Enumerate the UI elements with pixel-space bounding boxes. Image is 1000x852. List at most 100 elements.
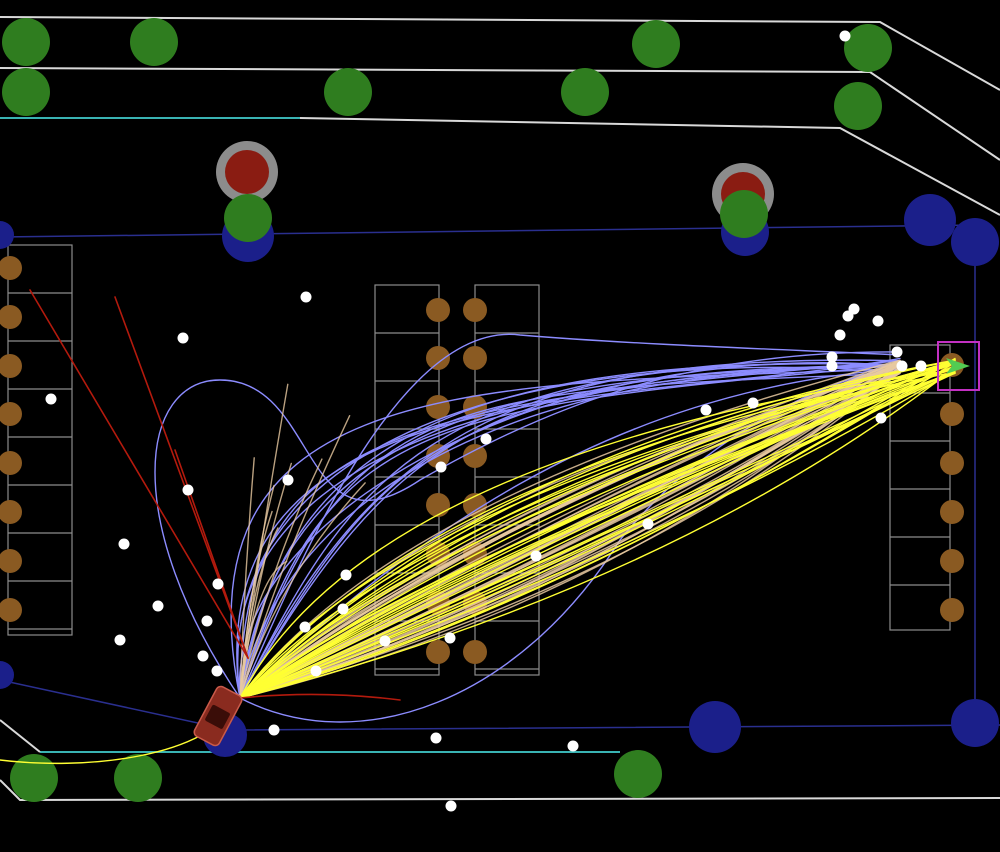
trajectory-blue bbox=[239, 372, 901, 699]
trajectory-blue bbox=[236, 357, 901, 699]
boundary-line-top bbox=[0, 224, 981, 238]
goal-marker bbox=[937, 341, 980, 391]
tree bbox=[834, 82, 882, 130]
sample-point bbox=[839, 30, 851, 42]
tree bbox=[2, 68, 50, 116]
cone bbox=[463, 444, 487, 468]
sample-point bbox=[642, 518, 654, 530]
tree bbox=[114, 754, 162, 802]
sample-point bbox=[177, 332, 189, 344]
sample-point bbox=[268, 724, 280, 736]
circle-icon bbox=[0, 221, 14, 249]
trajectory-yellow bbox=[239, 362, 956, 699]
tree bbox=[561, 68, 609, 116]
trajectory-yellow bbox=[239, 369, 956, 699]
cone bbox=[0, 549, 22, 573]
trajectory-yellow bbox=[239, 371, 956, 699]
trajectory-yellow bbox=[239, 359, 956, 699]
sample-point bbox=[182, 484, 194, 496]
cone bbox=[426, 493, 450, 517]
trajectory-blue bbox=[237, 366, 901, 699]
sample-point bbox=[872, 315, 884, 327]
trajectory-yellow bbox=[239, 359, 956, 699]
tree bbox=[224, 194, 272, 242]
tree bbox=[324, 68, 372, 116]
circle-icon bbox=[904, 194, 956, 246]
trajectory-tan bbox=[239, 482, 366, 699]
parking-bay bbox=[7, 244, 73, 636]
cone bbox=[426, 298, 450, 322]
trajectory-yellow bbox=[239, 362, 956, 699]
sample-point bbox=[530, 550, 542, 562]
sample-point bbox=[340, 569, 352, 581]
lane-line-upper bbox=[0, 67, 1000, 161]
trajectory-blue bbox=[239, 364, 901, 699]
cone bbox=[463, 346, 487, 370]
sample-point bbox=[875, 412, 887, 424]
cone bbox=[940, 402, 964, 426]
sample-point bbox=[300, 291, 312, 303]
trajectory-yellow bbox=[239, 361, 956, 699]
sample-point bbox=[444, 632, 456, 644]
trajectory-yellow bbox=[239, 359, 956, 699]
trajectory-yellow bbox=[239, 369, 956, 699]
trajectory-red bbox=[114, 296, 249, 659]
cone bbox=[940, 451, 964, 475]
sample-point bbox=[891, 346, 903, 358]
parking-bay bbox=[474, 284, 540, 676]
trajectory-blue bbox=[239, 359, 901, 699]
trajectory-yellow bbox=[239, 368, 956, 699]
trajectory-yellow bbox=[239, 358, 956, 699]
sample-point bbox=[842, 310, 854, 322]
sample-point bbox=[480, 433, 492, 445]
sample-point bbox=[310, 665, 322, 677]
lane-line-upper-2 bbox=[299, 117, 1000, 216]
sample-point bbox=[114, 634, 126, 646]
cone bbox=[0, 402, 22, 426]
cone bbox=[426, 346, 450, 370]
sample-point bbox=[337, 603, 349, 615]
parking-bay bbox=[889, 344, 951, 631]
cone bbox=[426, 395, 450, 419]
trajectory-tan bbox=[239, 457, 255, 699]
cone bbox=[940, 598, 964, 622]
sample-point bbox=[435, 461, 447, 473]
sample-point bbox=[896, 360, 908, 372]
trajectory-yellow bbox=[239, 367, 956, 699]
trajectory-tan bbox=[239, 458, 323, 699]
parking-bay bbox=[374, 284, 440, 676]
sample-point bbox=[45, 393, 57, 405]
sample-point bbox=[212, 578, 224, 590]
cone bbox=[0, 451, 22, 475]
sample-point bbox=[747, 397, 759, 409]
cone bbox=[0, 256, 22, 280]
lane-line-floor bbox=[0, 779, 1000, 802]
trajectory-red bbox=[29, 289, 249, 659]
tree bbox=[844, 24, 892, 72]
car-icon bbox=[193, 685, 243, 747]
sample-point bbox=[379, 635, 391, 647]
sample-point bbox=[118, 538, 130, 550]
cone bbox=[463, 640, 487, 664]
sample-point bbox=[826, 360, 838, 372]
cone bbox=[463, 298, 487, 322]
trees bbox=[2, 18, 892, 802]
trajectory-yellow bbox=[239, 371, 956, 699]
trajectory-yellow bbox=[239, 369, 956, 699]
lane-line-top bbox=[0, 16, 1000, 91]
sample-point bbox=[834, 329, 846, 341]
sample-point bbox=[700, 404, 712, 416]
trajectory-blue bbox=[239, 364, 901, 699]
sample-point bbox=[915, 360, 927, 372]
tree bbox=[10, 754, 58, 802]
trajectory-yellow bbox=[239, 367, 956, 699]
circle-icon bbox=[951, 218, 999, 266]
trajectory-tan bbox=[239, 359, 901, 699]
circle-icon bbox=[951, 699, 999, 747]
cone bbox=[940, 500, 964, 524]
sample-point bbox=[211, 665, 223, 677]
trajectory-tan bbox=[239, 462, 293, 699]
circle-icon bbox=[689, 701, 741, 753]
